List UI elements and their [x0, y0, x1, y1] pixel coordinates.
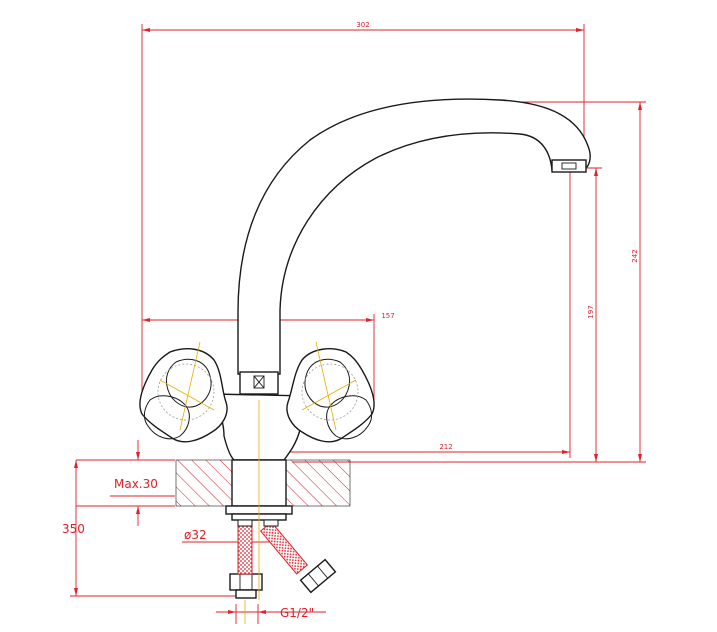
spout-collar	[239, 371, 279, 395]
faucet-outline	[139, 98, 591, 599]
dimension-total-width: 302	[356, 21, 369, 29]
dimension-spout-reach: 212	[439, 443, 452, 451]
countertop-section	[175, 459, 351, 507]
dimension-lines	[70, 24, 646, 624]
center-axes	[159, 341, 357, 624]
dimension-hose-diameter: ø32	[184, 528, 207, 542]
dimension-handle-span: 157	[381, 312, 394, 320]
right-hose-nut	[299, 558, 337, 594]
left-hose-nut	[229, 573, 263, 591]
dimension-hose-length: 350	[62, 522, 85, 536]
dimension-total-height: 242	[631, 249, 639, 262]
left-handle	[139, 348, 228, 443]
dimension-outlet-height: 197	[587, 305, 595, 318]
dimension-max-counter-thickness: Max.30	[114, 477, 158, 491]
supply-hoses	[237, 519, 309, 575]
dimension-thread-size: G1/2"	[280, 606, 314, 620]
spout	[237, 98, 591, 375]
left-hose	[237, 525, 253, 575]
right-handle	[286, 348, 375, 443]
right-hose	[259, 521, 309, 575]
